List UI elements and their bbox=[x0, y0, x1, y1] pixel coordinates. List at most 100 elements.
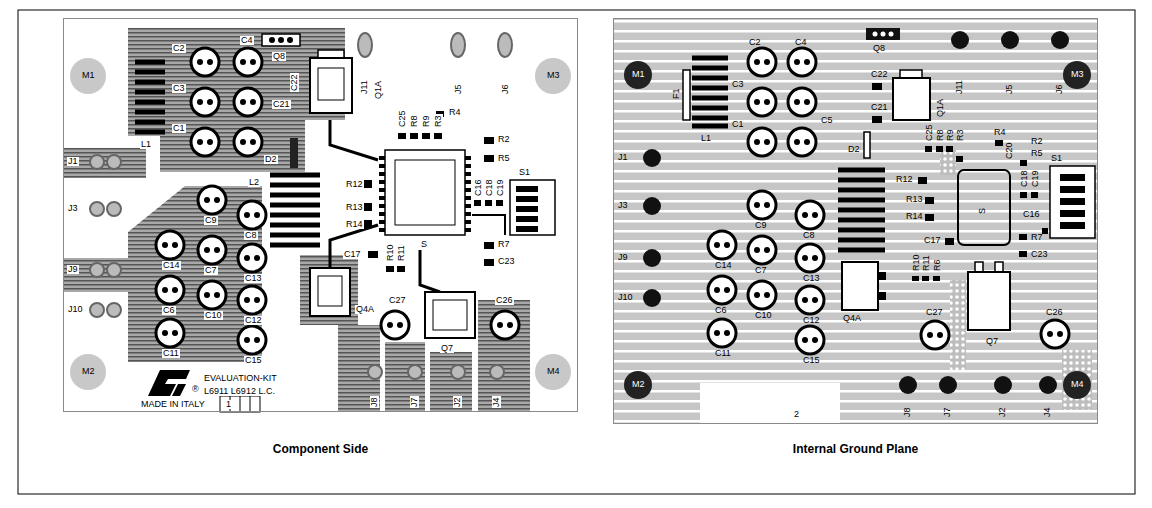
part-label: J9 bbox=[67, 265, 79, 274]
part-label: J8 bbox=[903, 406, 912, 418]
board-marking: EVALUATION-KIT bbox=[203, 374, 278, 383]
part-label: C12 bbox=[802, 316, 821, 325]
part-label: J11 bbox=[360, 79, 369, 95]
part-label: C7 bbox=[754, 266, 768, 275]
part-label: C14 bbox=[714, 261, 733, 270]
part-label: J7 bbox=[410, 396, 419, 408]
part-label: R10 bbox=[912, 253, 921, 272]
part-label: F1 bbox=[672, 87, 681, 100]
part-label: C22 bbox=[290, 73, 299, 92]
part-label: C19 bbox=[1031, 169, 1040, 188]
part-label: J1 bbox=[617, 153, 629, 162]
part-label: R7 bbox=[1030, 233, 1044, 242]
part-label: R2 bbox=[497, 135, 511, 144]
part-label: J5 bbox=[454, 83, 463, 95]
panel-caption: Internal Ground Plane bbox=[614, 442, 1097, 456]
part-label: J8 bbox=[370, 396, 379, 408]
part-label: R6 bbox=[933, 258, 942, 272]
part-label: R13 bbox=[905, 195, 924, 204]
part-label: R10 bbox=[386, 243, 395, 262]
part-label: R4 bbox=[448, 108, 462, 117]
part-label: 1 bbox=[225, 400, 232, 409]
part-label: C13 bbox=[802, 274, 821, 283]
part-label: C5 bbox=[820, 116, 834, 125]
part-label: S1 bbox=[1050, 154, 1063, 163]
part-label: R5 bbox=[1030, 149, 1044, 158]
part-label: ® bbox=[191, 385, 200, 394]
part-label: R8 bbox=[936, 128, 945, 142]
part-label: C20 bbox=[1005, 141, 1014, 160]
part-label: L1 bbox=[700, 134, 712, 143]
part-label: C8 bbox=[244, 231, 258, 240]
part-label: J4 bbox=[492, 396, 501, 408]
part-label: J4 bbox=[1043, 406, 1052, 418]
part-label: M3 bbox=[1070, 70, 1085, 79]
part-label: C26 bbox=[1045, 308, 1064, 317]
part-label: C15 bbox=[802, 356, 821, 365]
part-label: R7 bbox=[497, 240, 511, 249]
part-label: C11 bbox=[714, 349, 732, 358]
part-label: C4 bbox=[240, 36, 254, 45]
part-label: C2 bbox=[172, 44, 186, 53]
part-label: Q7 bbox=[985, 337, 999, 346]
part-label: M2 bbox=[631, 380, 646, 389]
part-label: R4 bbox=[993, 128, 1007, 137]
part-label: R3 bbox=[434, 114, 443, 128]
part-label: J11 bbox=[955, 79, 964, 95]
part-label: C11 bbox=[162, 349, 180, 358]
part-label: M2 bbox=[81, 367, 96, 376]
part-label: Q4A bbox=[355, 305, 375, 314]
ground-plane-art bbox=[613, 18, 1098, 424]
part-label: M4 bbox=[1070, 380, 1085, 389]
board-marking: L6911 L6912 L.C. bbox=[203, 387, 276, 396]
panel-caption: Component Side bbox=[64, 442, 577, 456]
part-label: C17 bbox=[923, 236, 942, 245]
part-label: C13 bbox=[244, 274, 263, 283]
part-label: C9 bbox=[204, 216, 218, 225]
part-label: R9 bbox=[946, 128, 955, 142]
part-label: R2 bbox=[1030, 137, 1044, 146]
part-label: C25 bbox=[925, 123, 934, 142]
part-label: C19 bbox=[496, 178, 505, 197]
part-label: S bbox=[420, 240, 428, 249]
part-label: Q8 bbox=[872, 44, 886, 53]
part-label: Q1A bbox=[374, 80, 383, 100]
part-label: C16 bbox=[1022, 210, 1041, 219]
part-label: C2 bbox=[748, 38, 762, 47]
part-label: R13 bbox=[345, 203, 364, 212]
part-label: C14 bbox=[162, 261, 181, 270]
part-label: J10 bbox=[617, 293, 634, 302]
part-label: R14 bbox=[345, 220, 364, 229]
part-label: J2 bbox=[453, 396, 462, 408]
part-label: J2 bbox=[998, 406, 1007, 418]
part-label: J5 bbox=[1005, 83, 1014, 95]
part-label: R9 bbox=[422, 114, 431, 128]
part-label: M4 bbox=[546, 367, 561, 376]
part-label: 2 bbox=[793, 410, 800, 419]
part-label: C9 bbox=[754, 221, 768, 230]
part-label: M1 bbox=[81, 71, 96, 80]
board-panel: Internal Ground Plane bbox=[613, 18, 1098, 424]
part-label: C27 bbox=[388, 296, 407, 305]
part-label: C26 bbox=[495, 296, 514, 305]
part-label: Q7 bbox=[440, 344, 454, 353]
part-label: C27 bbox=[925, 308, 944, 317]
part-label: C7 bbox=[204, 266, 218, 275]
part-label: C21 bbox=[870, 103, 889, 112]
part-label: C23 bbox=[497, 257, 516, 266]
part-label: C25 bbox=[398, 109, 407, 128]
part-label: D2 bbox=[264, 155, 278, 164]
part-label: M3 bbox=[546, 71, 561, 80]
part-label: Q8 bbox=[272, 52, 286, 61]
part-label: C21 bbox=[272, 100, 291, 109]
part-label: J7 bbox=[943, 406, 952, 418]
part-label: R12 bbox=[895, 175, 914, 184]
part-label: C1 bbox=[731, 120, 745, 129]
part-label: Q4A bbox=[842, 314, 862, 323]
part-label: L2 bbox=[248, 178, 260, 187]
part-label: J6 bbox=[501, 83, 510, 95]
part-label: J6 bbox=[1055, 83, 1064, 95]
part-label: C10 bbox=[754, 311, 773, 320]
part-label: Q1A bbox=[936, 98, 945, 118]
